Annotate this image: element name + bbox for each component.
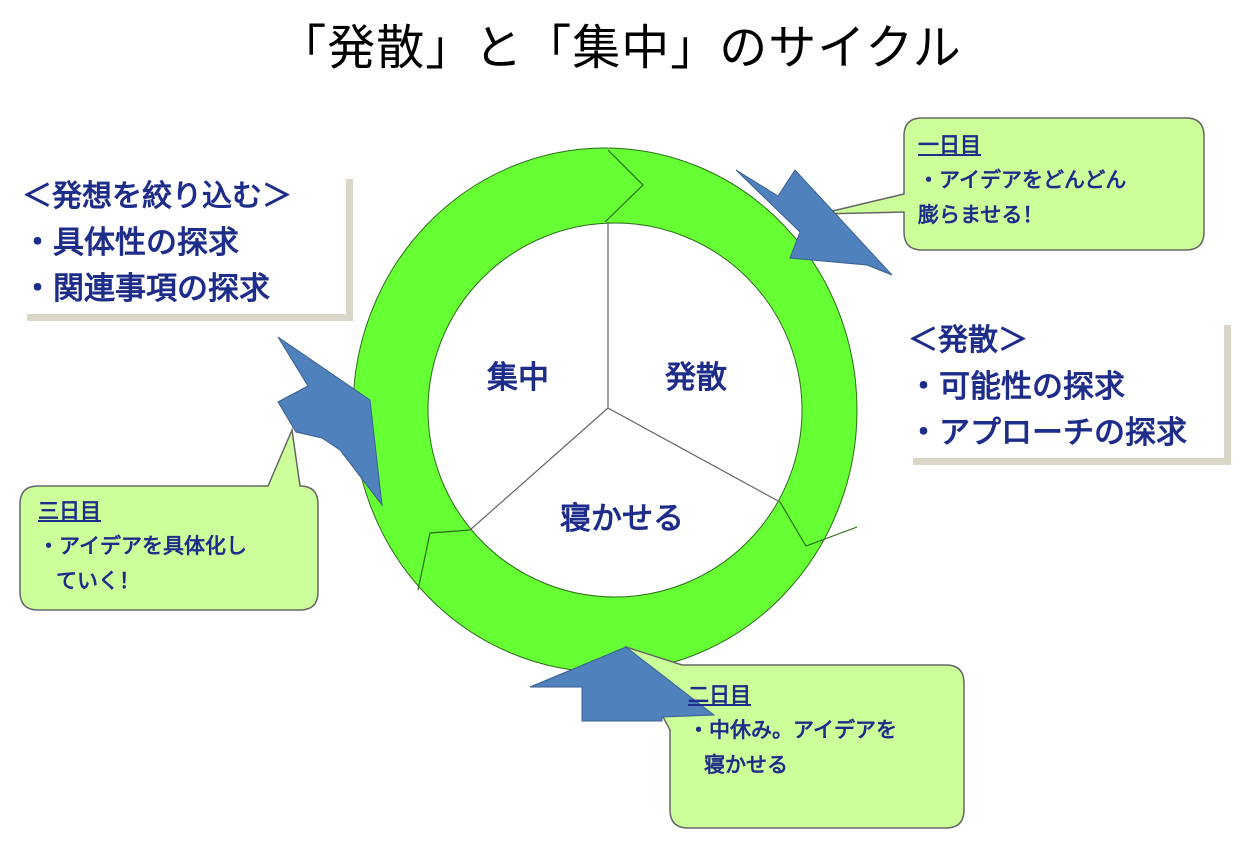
segment-label-rest: 寝かせる <box>560 501 684 537</box>
pointer-arrow-icon <box>529 646 716 722</box>
focus-box-item: ・関連事項の探求 <box>22 271 270 307</box>
callout-day1 <box>819 117 1205 251</box>
callout-day1-day: 一日目 <box>918 133 981 157</box>
divider-left <box>469 407 609 531</box>
callout-day2-text: 二日目 ・中休み。アイデアを 寝かせる <box>688 678 897 783</box>
diverge-box-item: ・アプローチの探求 <box>908 415 1187 451</box>
callout-day3-day: 三日目 <box>38 499 101 523</box>
callout-day1-line: ・アイデアをどんどん <box>918 168 1127 192</box>
callout-day2-line: 寝かせる <box>704 753 788 777</box>
focus-box: ＜発想を絞り込む＞ ・具体性の探求 ・関連事項の探求 <box>20 172 346 314</box>
diverge-box-heading: ＜発散＞ <box>908 323 1028 358</box>
cycle-ring-icon <box>352 147 858 673</box>
callout-day1-line: 膨らませる！ <box>918 203 1044 227</box>
pointer-arrow-icon <box>277 336 383 507</box>
diverge-box-item: ・可能性の探求 <box>908 369 1125 405</box>
callout-day3-line: ていく！ <box>56 569 140 593</box>
callout-day2 <box>624 645 965 829</box>
focus-box-item: ・具体性の探求 <box>22 225 239 261</box>
ring-seam-right <box>779 501 858 547</box>
focus-box-heading: ＜発想を絞り込む＞ <box>22 179 292 214</box>
slide-title: 「発散」と「集中」のサイクル <box>278 20 962 76</box>
pointer-arrow-icon <box>735 169 893 276</box>
callout-day3-text: 三日目 ・アイデアを具体化し ていく！ <box>38 494 247 599</box>
diverge-box: ＜発散＞ ・可能性の探求 ・アプローチの探求 <box>906 318 1224 458</box>
ring-seam-left <box>417 529 471 591</box>
callout-day1-text: 一日目 ・アイデアをどんどん 膨らませる！ <box>918 128 1126 233</box>
segment-label-concentrate: 集中 <box>487 360 549 396</box>
ring-seam-top <box>604 149 644 223</box>
callout-day2-day: 二日目 <box>688 683 751 707</box>
segment-label-diverge: 発散 <box>665 360 727 396</box>
divider-right <box>607 407 781 503</box>
callout-day2-line: ・中休み。アイデアを <box>688 718 897 742</box>
callout-day3-line: ・アイデアを具体化し <box>38 534 247 558</box>
callout-day3 <box>19 427 319 611</box>
